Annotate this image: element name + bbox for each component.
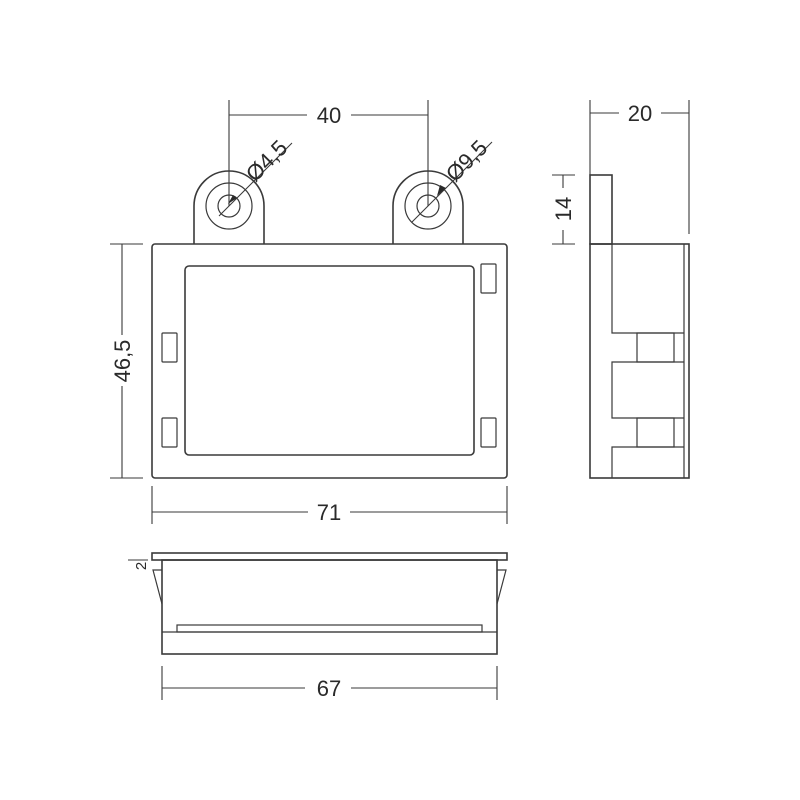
dimension-hole-spacing: 40: [228, 100, 429, 206]
dimension-label: 71: [317, 500, 341, 525]
dimension-label: 14: [551, 197, 576, 221]
dimension-flange-thickness: 2: [128, 559, 150, 570]
clip-left-bottom: [161, 417, 178, 448]
dimension-tab-height: 14: [551, 174, 576, 245]
dimension-large-hole: Ø9,5: [411, 135, 493, 223]
dimension-label: 2: [133, 562, 150, 570]
dimension-label: 67: [317, 676, 341, 701]
dimension-depth: 20: [589, 100, 690, 234]
dimension-height: 46,5: [110, 243, 143, 479]
dimension-label: Ø4,5: [241, 135, 292, 186]
display-window: [184, 265, 475, 456]
dimension-label: Ø9,5: [441, 135, 492, 186]
dimension-width: 71: [151, 486, 508, 525]
bottom-view: 2 67: [128, 552, 508, 701]
dimension-body-width: 67: [161, 666, 498, 701]
front-bezel: [151, 243, 508, 479]
side-view: 20 14: [551, 100, 690, 479]
clip-right-bottom: [480, 417, 497, 448]
dimension-label: 40: [317, 103, 341, 128]
clip-left-middle: [161, 332, 178, 363]
dimension-label: 46,5: [110, 340, 135, 383]
dimension-label: 20: [628, 101, 652, 126]
dimension-small-hole: Ø4,5: [218, 135, 293, 217]
clip-right-top: [480, 263, 497, 294]
front-view: 40 Ø4,5 Ø9,5 46,5 71: [110, 100, 508, 525]
